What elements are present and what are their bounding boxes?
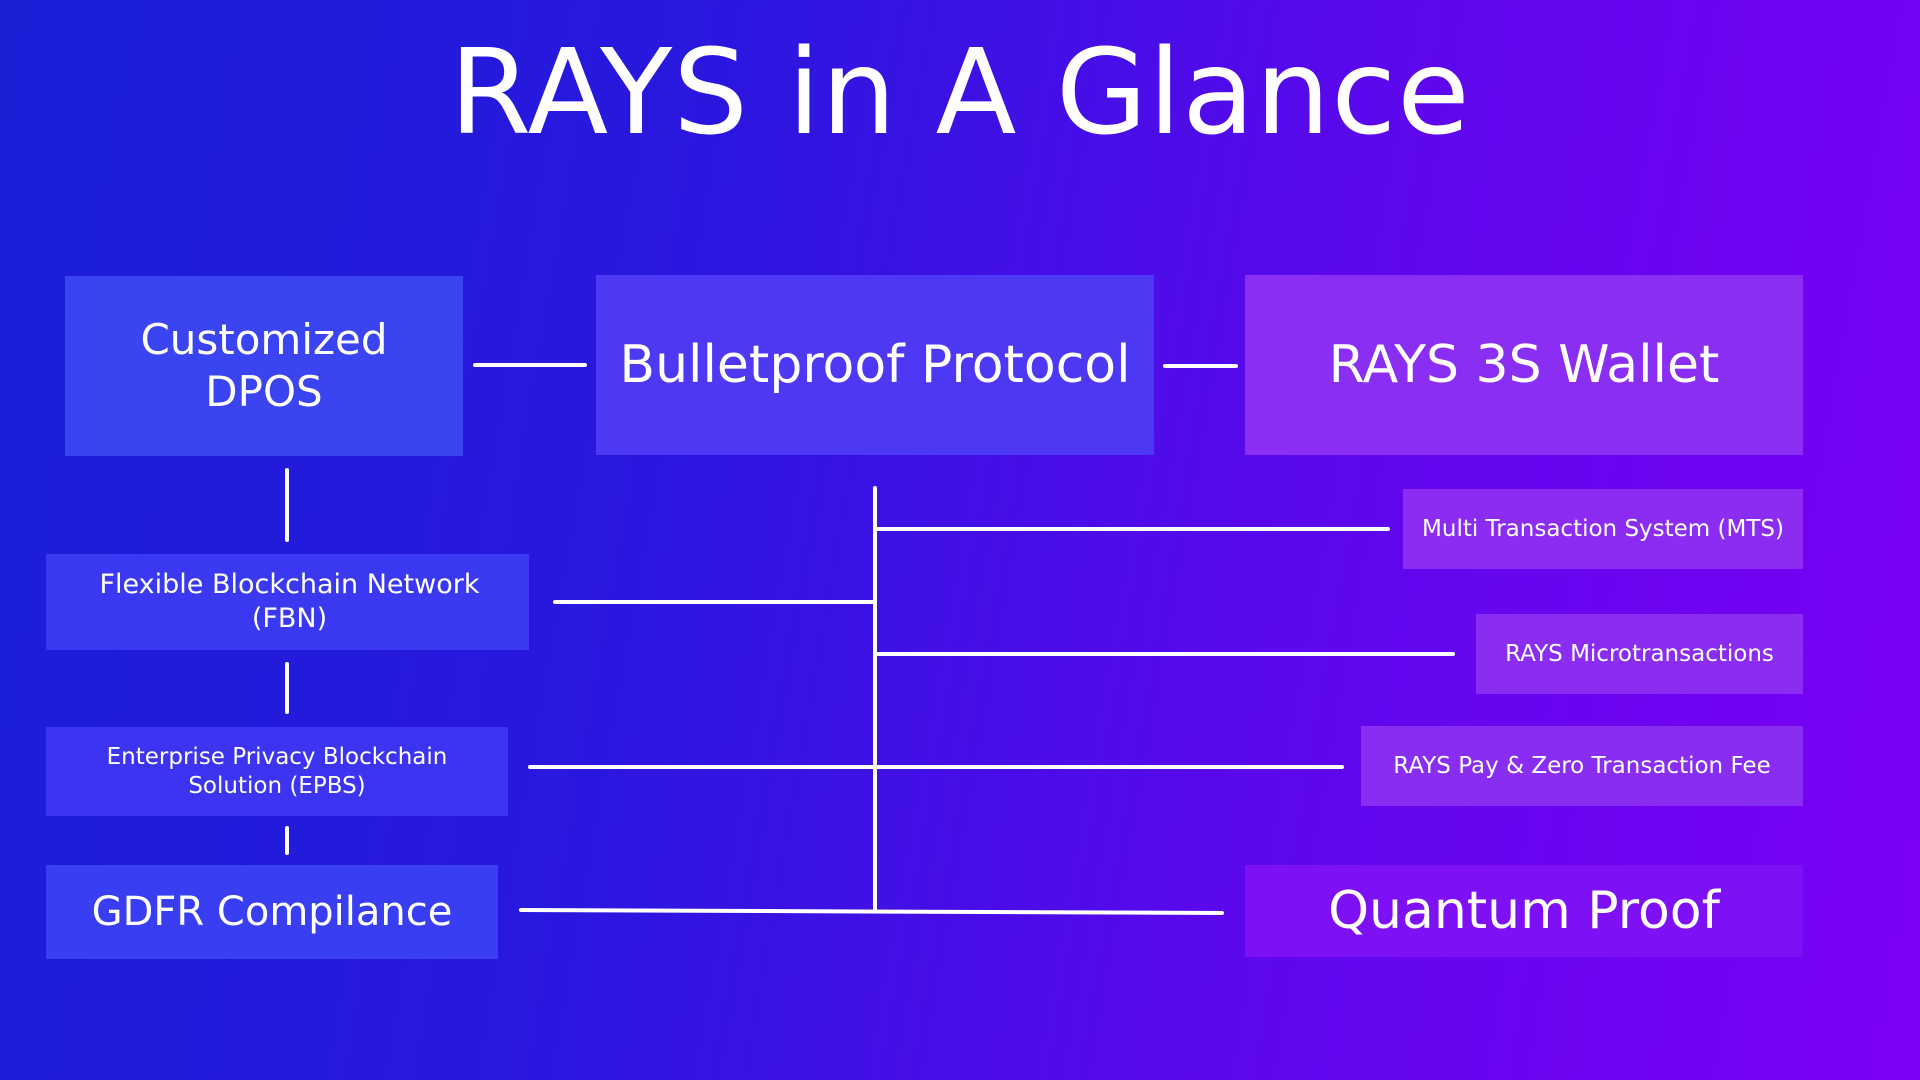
node-rays-pay: RAYS Pay & Zero Transaction Fee [1361,726,1803,806]
node-rays-3s-wallet-label: RAYS 3S Wallet [1328,334,1720,395]
node-customized-dpos-label: Customized DPOS [140,314,388,417]
node-quantum-proof: Quantum Proof [1245,865,1803,957]
node-fbn: Flexible Blockchain Network (FBN) [46,554,529,650]
node-fbn-label: Flexible Blockchain Network (FBN) [99,569,480,634]
diagram-title: RAYS in A Glance [449,23,1471,161]
node-epbs-label: Enterprise Privacy Blockchain Solution (… [106,743,448,799]
node-microtransactions: RAYS Microtransactions [1476,614,1803,694]
node-gdfr-label: GDFR Compilance [91,889,453,935]
node-microtransactions-label: RAYS Microtransactions [1505,640,1774,667]
node-gdfr: GDFR Compilance [46,865,498,959]
node-mts: Multi Transaction System (MTS) [1403,489,1803,569]
node-rays-3s-wallet: RAYS 3S Wallet [1245,275,1803,455]
node-epbs: Enterprise Privacy Blockchain Solution (… [46,727,508,816]
node-bulletproof-protocol: Bulletproof Protocol [596,275,1154,455]
connector-gdfr-quantum [519,908,1224,915]
node-rays-pay-label: RAYS Pay & Zero Transaction Fee [1393,752,1771,779]
node-mts-label: Multi Transaction System (MTS) [1422,515,1784,542]
node-bulletproof-protocol-label: Bulletproof Protocol [619,334,1131,395]
node-customized-dpos: Customized DPOS [65,276,463,456]
node-quantum-proof-label: Quantum Proof [1328,880,1720,941]
